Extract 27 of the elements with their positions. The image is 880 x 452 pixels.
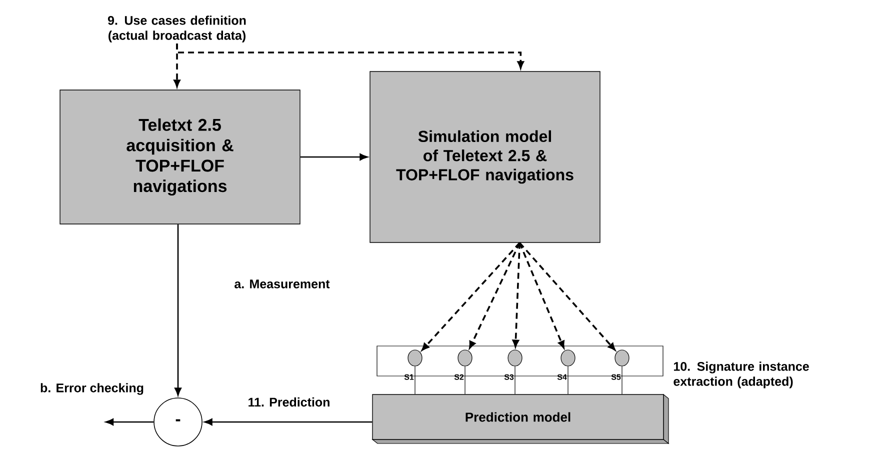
signal-label: S5 — [611, 374, 621, 380]
annotation-text: 10. Signature instance extraction (adapted) — [674, 362, 809, 388]
arrow — [204, 418, 372, 426]
process-box: Teletxt 2.5 acquisition & TOP+FLOF navigations — [60, 90, 300, 224]
process-box: Simulation model of Teletext 2.5 & TOP+FLOF navigations — [370, 71, 600, 243]
signal-label: S1 — [404, 374, 414, 380]
edge-label: b. Error checking — [40, 383, 144, 395]
arrow — [105, 418, 154, 426]
signature-circle — [408, 350, 422, 366]
arrow — [469, 242, 520, 348]
arrow — [176, 44, 524, 69]
signal-label: S3 — [504, 374, 514, 380]
signature-circle — [458, 350, 472, 366]
caption-text: 9. Use cases definition (actual broadcast data) — [108, 16, 246, 42]
edge-label: a. Measurement — [234, 280, 330, 288]
arrow — [422, 242, 520, 351]
signature-circle — [508, 350, 522, 366]
arrow — [518, 242, 564, 348]
arrow — [300, 154, 368, 160]
signature-circle — [614, 350, 630, 366]
arrow — [518, 242, 616, 350]
signal-label: S4 — [557, 374, 567, 380]
arrow — [174, 224, 182, 396]
edge-label: 11. Prediction — [248, 397, 330, 407]
signal-label: S2 — [454, 374, 464, 380]
arrow — [512, 242, 521, 348]
signature-circle — [560, 350, 576, 366]
